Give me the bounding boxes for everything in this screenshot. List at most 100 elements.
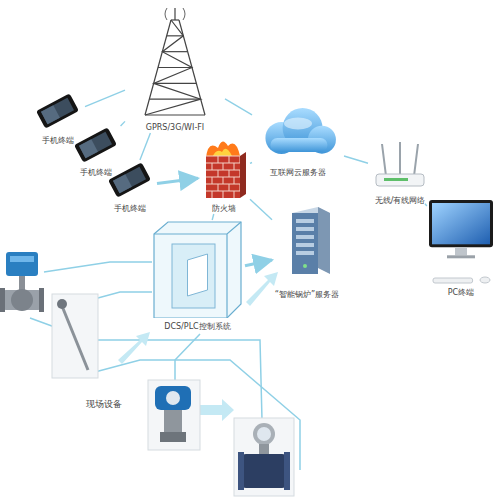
flow-meter bbox=[284, 452, 290, 490]
firewall-icon-part bbox=[234, 177, 235, 184]
router-icon-part bbox=[399, 142, 401, 176]
network-link bbox=[140, 133, 150, 160]
flow-meter bbox=[253, 423, 275, 445]
valve-device bbox=[19, 276, 25, 290]
pc-icon-part bbox=[455, 247, 467, 255]
pc-icon-part bbox=[480, 277, 490, 283]
firewall-icon-part bbox=[223, 163, 224, 170]
router-node: 无线/有线网络 bbox=[368, 140, 432, 206]
cabinet-icon-part bbox=[172, 244, 215, 308]
probe-device bbox=[62, 306, 88, 370]
router-icon-part bbox=[382, 144, 386, 176]
firewall-icon-part bbox=[234, 163, 235, 170]
node-label: “智能锅炉”服务器 bbox=[262, 290, 352, 300]
pc-terminal: PC终端 bbox=[425, 198, 497, 298]
data-flow-arrow bbox=[245, 260, 272, 266]
tower-icon-part bbox=[165, 8, 185, 20]
cabinet-icon-part bbox=[154, 222, 241, 318]
router-icon-part bbox=[376, 174, 424, 186]
text-holder: “智能锅炉”服务器 bbox=[262, 290, 352, 300]
pc-icon-part bbox=[432, 203, 490, 244]
flow-arrow bbox=[196, 399, 234, 421]
firewall-icon-part bbox=[212, 163, 213, 170]
firewall-icon-part bbox=[223, 191, 224, 198]
server-icon-part bbox=[296, 243, 314, 247]
node-label: DCS/PLC控制系统 bbox=[140, 322, 255, 332]
valve-device bbox=[0, 252, 44, 312]
flow-meter bbox=[238, 452, 244, 490]
firewall-icon-part bbox=[206, 156, 240, 198]
connector-group bbox=[85, 90, 427, 266]
firewall-icon-part bbox=[240, 152, 246, 198]
firewall-icon-part bbox=[218, 170, 219, 177]
firewall-icon-part bbox=[229, 184, 230, 191]
field-wire bbox=[44, 262, 152, 272]
flow-arrow bbox=[118, 332, 150, 364]
pc-icon-part bbox=[433, 278, 473, 283]
flow-meter bbox=[234, 418, 294, 496]
server-icon-part bbox=[296, 235, 314, 239]
phone-terminal: 手机终端 bbox=[102, 160, 157, 214]
server-icon-part bbox=[296, 227, 314, 231]
cloud-icon-part bbox=[284, 117, 312, 129]
valve-device bbox=[2, 290, 42, 310]
firewall-icon-part bbox=[223, 177, 224, 184]
phone-icon-part bbox=[108, 162, 151, 197]
phone-icon-part bbox=[79, 139, 98, 158]
pressure-transmitter bbox=[148, 380, 200, 450]
pressure-transmitter bbox=[148, 380, 200, 450]
flow-meter bbox=[259, 444, 269, 454]
field-illustration bbox=[0, 252, 300, 496]
firewall-icon-part bbox=[229, 156, 230, 163]
phone-icon-part bbox=[41, 105, 60, 124]
firewall-icon bbox=[198, 136, 250, 200]
tower-icon-part bbox=[145, 8, 205, 115]
pressure-transmitter bbox=[164, 410, 182, 432]
cabinet-icon-part bbox=[154, 222, 241, 318]
firewall-icon-part bbox=[218, 156, 219, 163]
tower-icon-part bbox=[145, 20, 201, 115]
data-flow-arrow bbox=[157, 178, 198, 183]
server-icon-part bbox=[296, 219, 314, 223]
network-link bbox=[121, 121, 125, 126]
phone-icon bbox=[102, 160, 157, 200]
valve-device bbox=[6, 252, 38, 276]
firewall-icon-part bbox=[212, 177, 213, 184]
network-link bbox=[344, 156, 368, 163]
node-label: 手机终端 bbox=[92, 204, 167, 214]
server-node: “智能锅炉”服务器 bbox=[272, 205, 342, 300]
tower-icon-part bbox=[171, 19, 179, 20]
phone-icon-part bbox=[41, 98, 74, 124]
valve-device bbox=[10, 256, 34, 262]
firewall-icon-part bbox=[229, 170, 230, 177]
server-icon-part bbox=[292, 213, 318, 274]
node-label: GPRS/3G/WI-FI bbox=[115, 123, 235, 133]
flow-meter bbox=[242, 454, 286, 488]
cloud-icon-part bbox=[265, 108, 335, 154]
text-holder: 互联网云服务器 bbox=[242, 168, 354, 178]
phone-icon bbox=[30, 90, 85, 132]
tower-icon-part bbox=[149, 99, 200, 100]
valve-device bbox=[11, 289, 33, 311]
router-icon-part bbox=[384, 178, 408, 181]
valve-device bbox=[0, 288, 5, 312]
router-icon-part bbox=[382, 142, 418, 176]
text-holder: DCS/PLC控制系统 bbox=[140, 322, 255, 332]
network-link bbox=[250, 199, 272, 220]
network-link bbox=[250, 162, 252, 164]
cloud-server: 互联网云服务器 bbox=[252, 106, 344, 178]
firewall-icon-part bbox=[206, 141, 240, 158]
router-icon-part bbox=[414, 144, 418, 176]
control-system: DCS/PLC控制系统 bbox=[150, 220, 245, 332]
network-link bbox=[225, 99, 252, 115]
phone-terminal: 手机终端 bbox=[30, 90, 85, 146]
firewall-icon-part bbox=[206, 170, 240, 171]
pc-icon-part bbox=[429, 200, 493, 247]
text-holder: GPRS/3G/WI-FI bbox=[115, 123, 235, 133]
pc-icon bbox=[425, 198, 497, 284]
server-icon-part bbox=[303, 264, 307, 268]
tower-icon-part bbox=[145, 114, 205, 115]
probe-device bbox=[52, 294, 98, 378]
probe-device bbox=[52, 294, 98, 378]
